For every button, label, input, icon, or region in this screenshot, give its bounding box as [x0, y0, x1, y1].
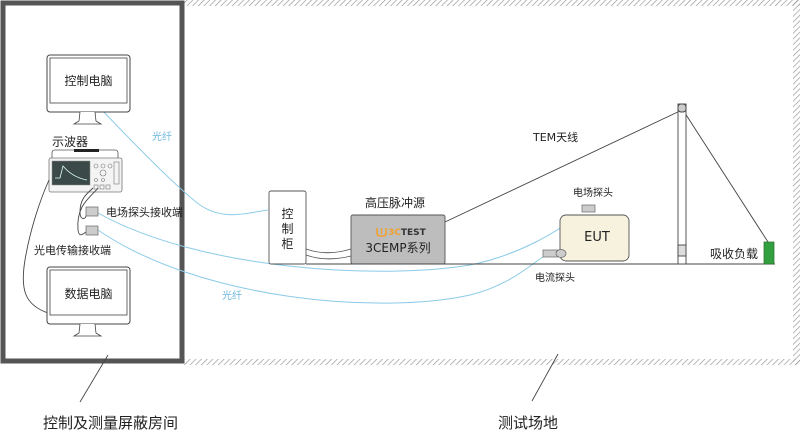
test-site-boundary	[182, 0, 800, 365]
field-probe-receiver-label: 电场探头接收端	[106, 205, 183, 219]
field-probe	[581, 204, 596, 213]
control-cabinet: 控 制 柜	[268, 190, 307, 265]
svg-text:制: 制	[281, 222, 293, 236]
fiber-field-probe	[97, 212, 579, 272]
oscilloscope-label: 示波器	[52, 135, 88, 149]
oscilloscope	[48, 149, 123, 193]
scope-cables	[22, 179, 99, 314]
current-probe-label: 电流探头	[535, 271, 575, 284]
fiber-current-probe	[97, 229, 544, 304]
pulse-source-title: 高压脉冲源	[365, 195, 425, 210]
svg-text:3CTEST: 3CTEST	[388, 228, 427, 238]
absorb-load	[763, 241, 775, 265]
brand-prefix: 3C	[388, 228, 401, 238]
current-probe	[542, 249, 567, 258]
control-room-label: 控制及测量屏蔽房间	[43, 414, 178, 432]
field-probe-label: 电场探头	[573, 186, 613, 199]
pulse-source-model: 3CEMP系列	[365, 241, 430, 255]
data-pc: 数据电脑	[46, 266, 131, 337]
absorb-load-label: 吸收负载	[710, 247, 758, 261]
test-site-leader	[531, 353, 559, 402]
field-probe-receiver-box	[85, 206, 99, 217]
eut-label: EUT	[584, 230, 610, 245]
brand-suffix: TEST	[401, 228, 427, 238]
svg-text:控: 控	[281, 207, 293, 221]
pulse-source: 3CTEST 3CEMP系列	[350, 214, 446, 265]
control-pc-label: 控制电脑	[64, 74, 112, 88]
test-site-label: 测试场地	[498, 414, 558, 432]
fiber-cables	[97, 107, 579, 304]
optical-receiver-label: 光电传输接收端	[34, 243, 111, 257]
fiber-control	[99, 107, 269, 216]
tem-antenna-label: TEM天线	[532, 130, 578, 144]
optical-receiver-box	[85, 225, 99, 236]
svg-text:柜: 柜	[281, 237, 293, 251]
eut-box	[559, 214, 630, 262]
cabinet-cables	[305, 248, 352, 260]
brand-logo-icon	[376, 228, 387, 237]
control-pc: 控制电脑	[46, 54, 131, 125]
data-pc-label: 数据电脑	[64, 286, 112, 301]
tem-antenna	[444, 103, 769, 265]
fiber-label-1: 光纤	[152, 130, 172, 143]
control-room-leader	[79, 354, 109, 403]
fiber-label-2: 光纤	[222, 289, 242, 302]
